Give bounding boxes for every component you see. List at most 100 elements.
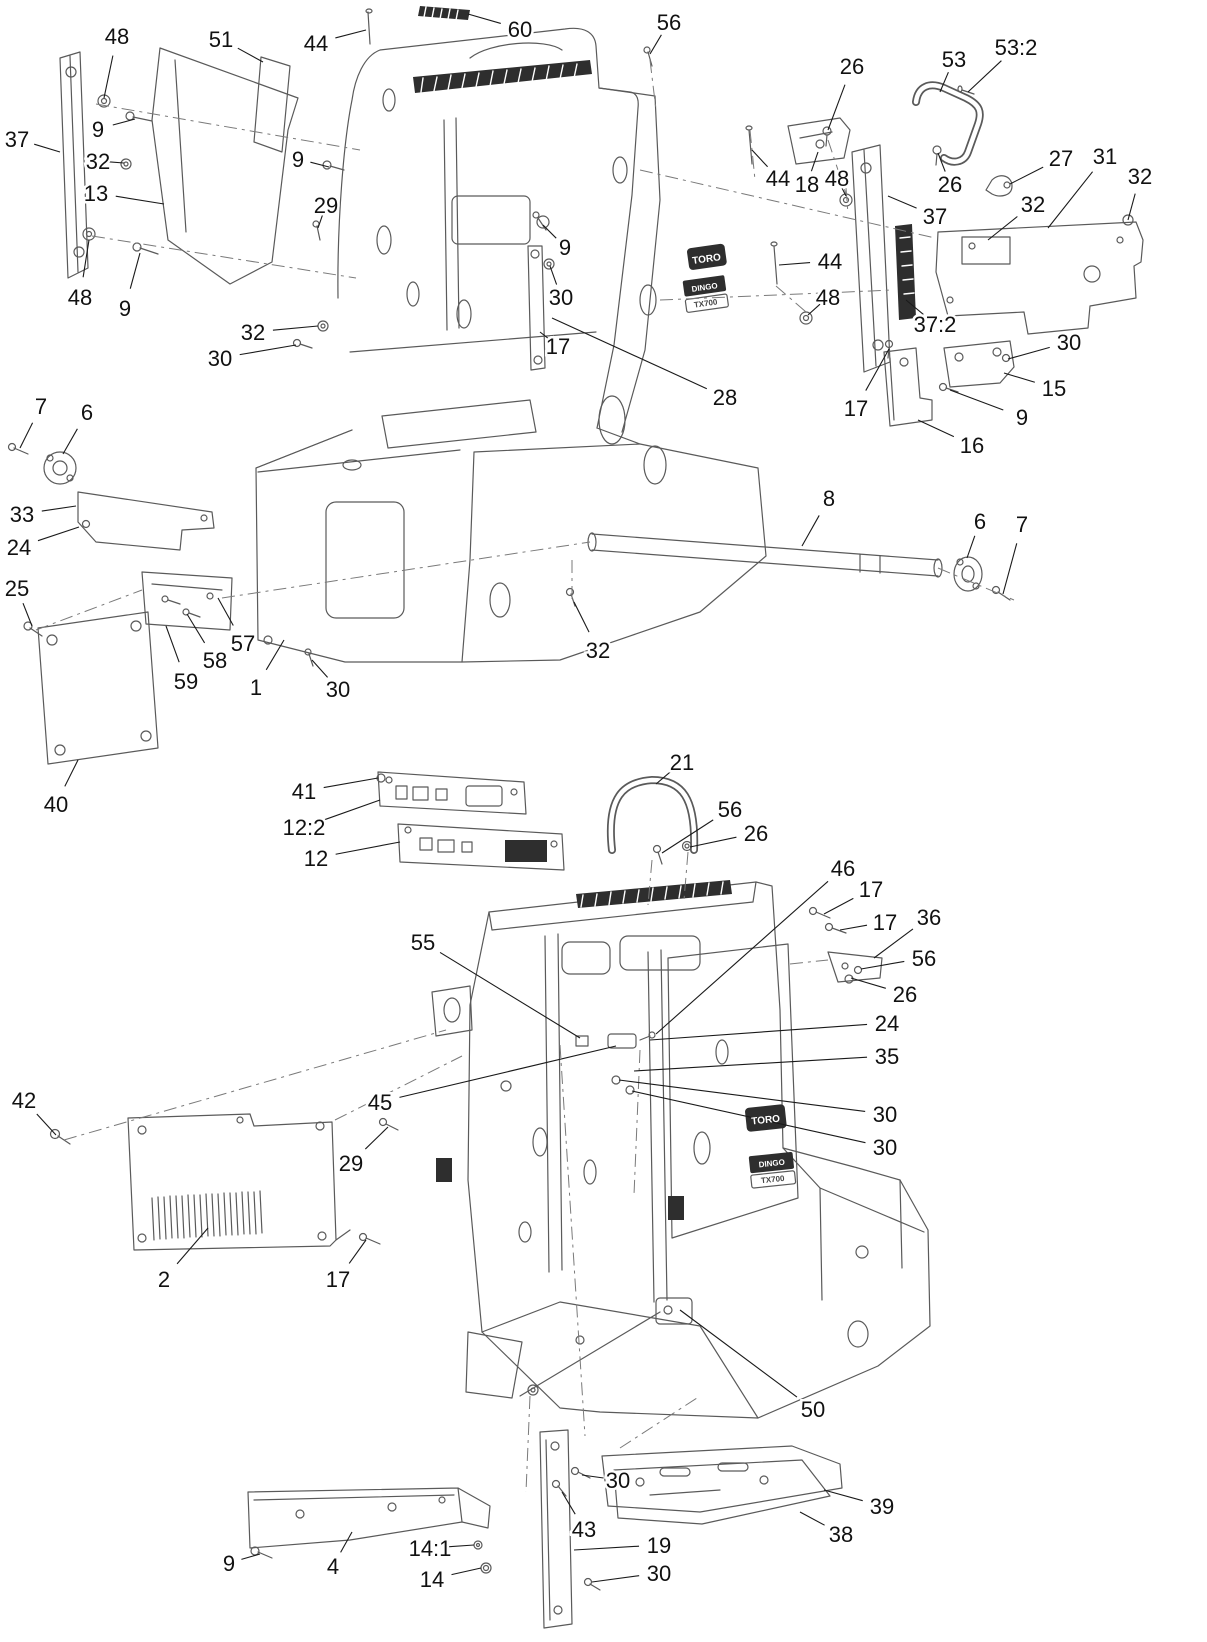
leader-line — [335, 29, 367, 39]
leader-line — [129, 252, 141, 289]
part-callout-33: 33 — [10, 502, 34, 527]
leader-line — [115, 195, 165, 205]
leader-line — [649, 1023, 868, 1041]
leader-line — [649, 34, 662, 55]
leader-line — [22, 602, 33, 627]
leader-line — [751, 149, 769, 168]
part-callout-39: 39 — [870, 1494, 894, 1519]
part-callout-48: 48 — [105, 24, 129, 49]
leader-line — [551, 317, 708, 390]
part-callout-17: 17 — [844, 396, 868, 421]
leader-line — [364, 1126, 389, 1150]
part-callout-21: 21 — [670, 750, 694, 775]
part-callout-25: 25 — [5, 576, 29, 601]
leader-line — [237, 47, 264, 63]
part-callout-30: 30 — [873, 1102, 897, 1127]
leader-line — [987, 216, 1018, 241]
leader-line — [335, 841, 401, 855]
part-callout-48: 48 — [68, 285, 92, 310]
part-callout-30: 30 — [1057, 330, 1081, 355]
decal-text: DINGO — [691, 281, 718, 294]
leader-line — [939, 71, 949, 93]
part-callout-37: 37 — [923, 204, 947, 229]
part-callout-57: 57 — [231, 631, 255, 656]
part-callout-48: 48 — [825, 166, 849, 191]
leader-line — [108, 161, 125, 164]
leader-line — [561, 1491, 576, 1515]
leader-line — [679, 1309, 798, 1398]
leader-line — [618, 1079, 866, 1113]
part-callout-12:2: 12:2 — [283, 815, 326, 840]
part-callout-42: 42 — [12, 1088, 36, 1113]
leader-line — [1003, 372, 1036, 383]
leader-line — [439, 951, 581, 1039]
leader-line — [19, 422, 34, 449]
part-callout-24: 24 — [875, 1011, 899, 1036]
decal-text: TX700 — [761, 1174, 786, 1185]
part-callout-9: 9 — [559, 235, 571, 260]
exploded-view-bottom — [49, 771, 931, 1629]
leader-line — [873, 928, 914, 959]
leader-line — [661, 819, 714, 854]
part-callout-6: 6 — [81, 400, 93, 425]
leader-line — [340, 1531, 353, 1553]
part-callout-30: 30 — [208, 346, 232, 371]
part-callout-37:2: 37:2 — [914, 312, 957, 337]
part-callout-26: 26 — [840, 54, 864, 79]
part-callout-9: 9 — [1016, 405, 1028, 430]
leader-line — [633, 1056, 868, 1072]
part-callout-36: 36 — [917, 905, 941, 930]
exploded-view-top — [7, 6, 1144, 765]
part-callout-32: 32 — [241, 320, 265, 345]
part-callout-40: 40 — [44, 792, 68, 817]
leader-line — [778, 262, 811, 266]
leader-line — [272, 325, 319, 331]
decal-text: TX700 — [693, 297, 718, 309]
leader-line — [573, 601, 590, 633]
part-callout-2: 2 — [158, 1267, 170, 1292]
part-callout-30: 30 — [549, 285, 573, 310]
leader-line — [451, 1567, 482, 1576]
leader-line — [447, 1544, 475, 1548]
part-callout-30: 30 — [873, 1135, 897, 1160]
leader-line — [839, 924, 868, 931]
part-callout-1: 1 — [250, 675, 262, 700]
part-callout-44: 44 — [766, 166, 790, 191]
leader-line — [823, 897, 854, 915]
leader-line — [322, 799, 381, 821]
part-callout-55: 55 — [411, 930, 435, 955]
part-callout-9: 9 — [92, 117, 104, 142]
leader-line — [542, 224, 557, 239]
part-callout-46: 46 — [831, 856, 855, 881]
leader-line — [82, 239, 90, 278]
part-callout-14:1: 14:1 — [409, 1536, 452, 1561]
part-callout-18: 18 — [795, 172, 819, 197]
leader-line — [1009, 166, 1044, 185]
leader-line — [810, 151, 819, 172]
part-callout-41: 41 — [292, 779, 316, 804]
part-callout-26: 26 — [893, 982, 917, 1007]
part-callout-29: 29 — [314, 193, 338, 218]
leader-line — [310, 161, 330, 168]
part-callout-14: 14 — [420, 1567, 444, 1592]
leader-line — [917, 419, 955, 438]
part-callout-6: 6 — [974, 509, 986, 534]
leader-line — [937, 152, 946, 172]
leader-line — [399, 1045, 617, 1098]
part-callout-51: 51 — [209, 27, 233, 52]
leader-line — [176, 1227, 209, 1265]
construction-lines-top — [35, 59, 1015, 631]
leader-line — [799, 1511, 825, 1526]
part-callout-32: 32 — [86, 149, 110, 174]
part-callout-56: 56 — [657, 10, 681, 35]
decal-text: TORO — [751, 1114, 781, 1128]
part-callout-58: 58 — [203, 648, 227, 673]
leader-line — [631, 1090, 866, 1144]
part-callout-17: 17 — [859, 877, 883, 902]
leader-line — [348, 1239, 367, 1264]
part-callout-60: 60 — [508, 17, 532, 42]
